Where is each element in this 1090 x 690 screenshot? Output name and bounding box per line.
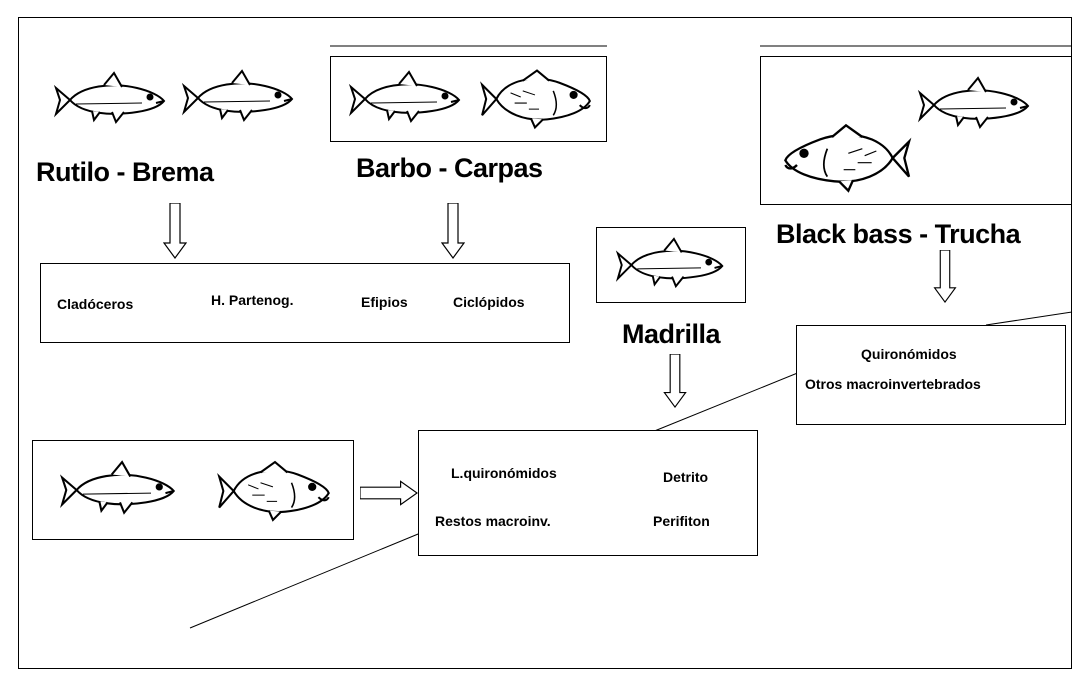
prey-l-quironomidos: L.quironómidos [451, 465, 557, 481]
black-bass-trucha-image-box [760, 56, 1072, 205]
prey-efipios: Efipios [361, 294, 408, 310]
madrilla-image-box [596, 227, 746, 303]
prey-perifiton: Perifiton [653, 513, 710, 529]
prey-h-partenog: H. Partenog. [211, 292, 293, 308]
prey-restos-macroinv: Restos macroinv. [435, 513, 551, 529]
label-madrilla: Madrilla [622, 319, 720, 350]
prey-otros-macroinvertebrados: Otros macroinvertebrados [805, 376, 981, 392]
brema-fish-icon [184, 71, 292, 120]
prey-cladoceros: Cladóceros [57, 296, 133, 312]
label-black-bass-trucha: Black bass - Trucha [776, 219, 1020, 250]
benthic-food-box: L.quironómidos Detrito Restos macroinv. … [418, 430, 758, 556]
black-bass-trucha-illustration [761, 57, 1071, 204]
carpa-juvenile-fish-icon [219, 462, 329, 520]
arrow-down-icon [935, 250, 956, 302]
barbo-juvenile-fish-icon [62, 462, 174, 513]
label-rutilo-brema: Rutilo - Brema [36, 157, 214, 188]
prey-ciclopidos: Ciclópidos [453, 294, 525, 310]
arrow-down-icon [664, 354, 685, 407]
connector-line [986, 312, 1072, 325]
madrilla-illustration [597, 228, 745, 302]
prey-quironomidos: Quironómidos [861, 346, 957, 362]
trucha-fish-icon [920, 78, 1028, 127]
madrilla-fish-icon [618, 239, 722, 286]
juvenile-fish-illustration [33, 441, 353, 539]
juvenile-fish-image-box [32, 440, 354, 540]
connector-line [190, 532, 423, 628]
rutilo-fish-icon [56, 73, 164, 122]
macroinvertebrates-box: Quironómidos Otros macroinvertebrados [796, 325, 1066, 425]
zooplankton-box: Cladóceros H. Partenog. Efipios Ciclópid… [40, 263, 570, 343]
prey-detrito: Detrito [663, 469, 708, 485]
barbo-carpas-illustration [331, 57, 606, 141]
carpa-fish-icon [482, 71, 590, 128]
label-barbo-carpas: Barbo - Carpas [356, 153, 543, 184]
arrow-down-icon [442, 203, 464, 258]
arrow-right-icon [360, 481, 417, 504]
barbo-carpas-image-box [330, 56, 607, 142]
arrow-down-icon [164, 203, 186, 258]
black-bass-fish-icon [785, 125, 909, 190]
barbo-fish-icon [351, 72, 459, 121]
